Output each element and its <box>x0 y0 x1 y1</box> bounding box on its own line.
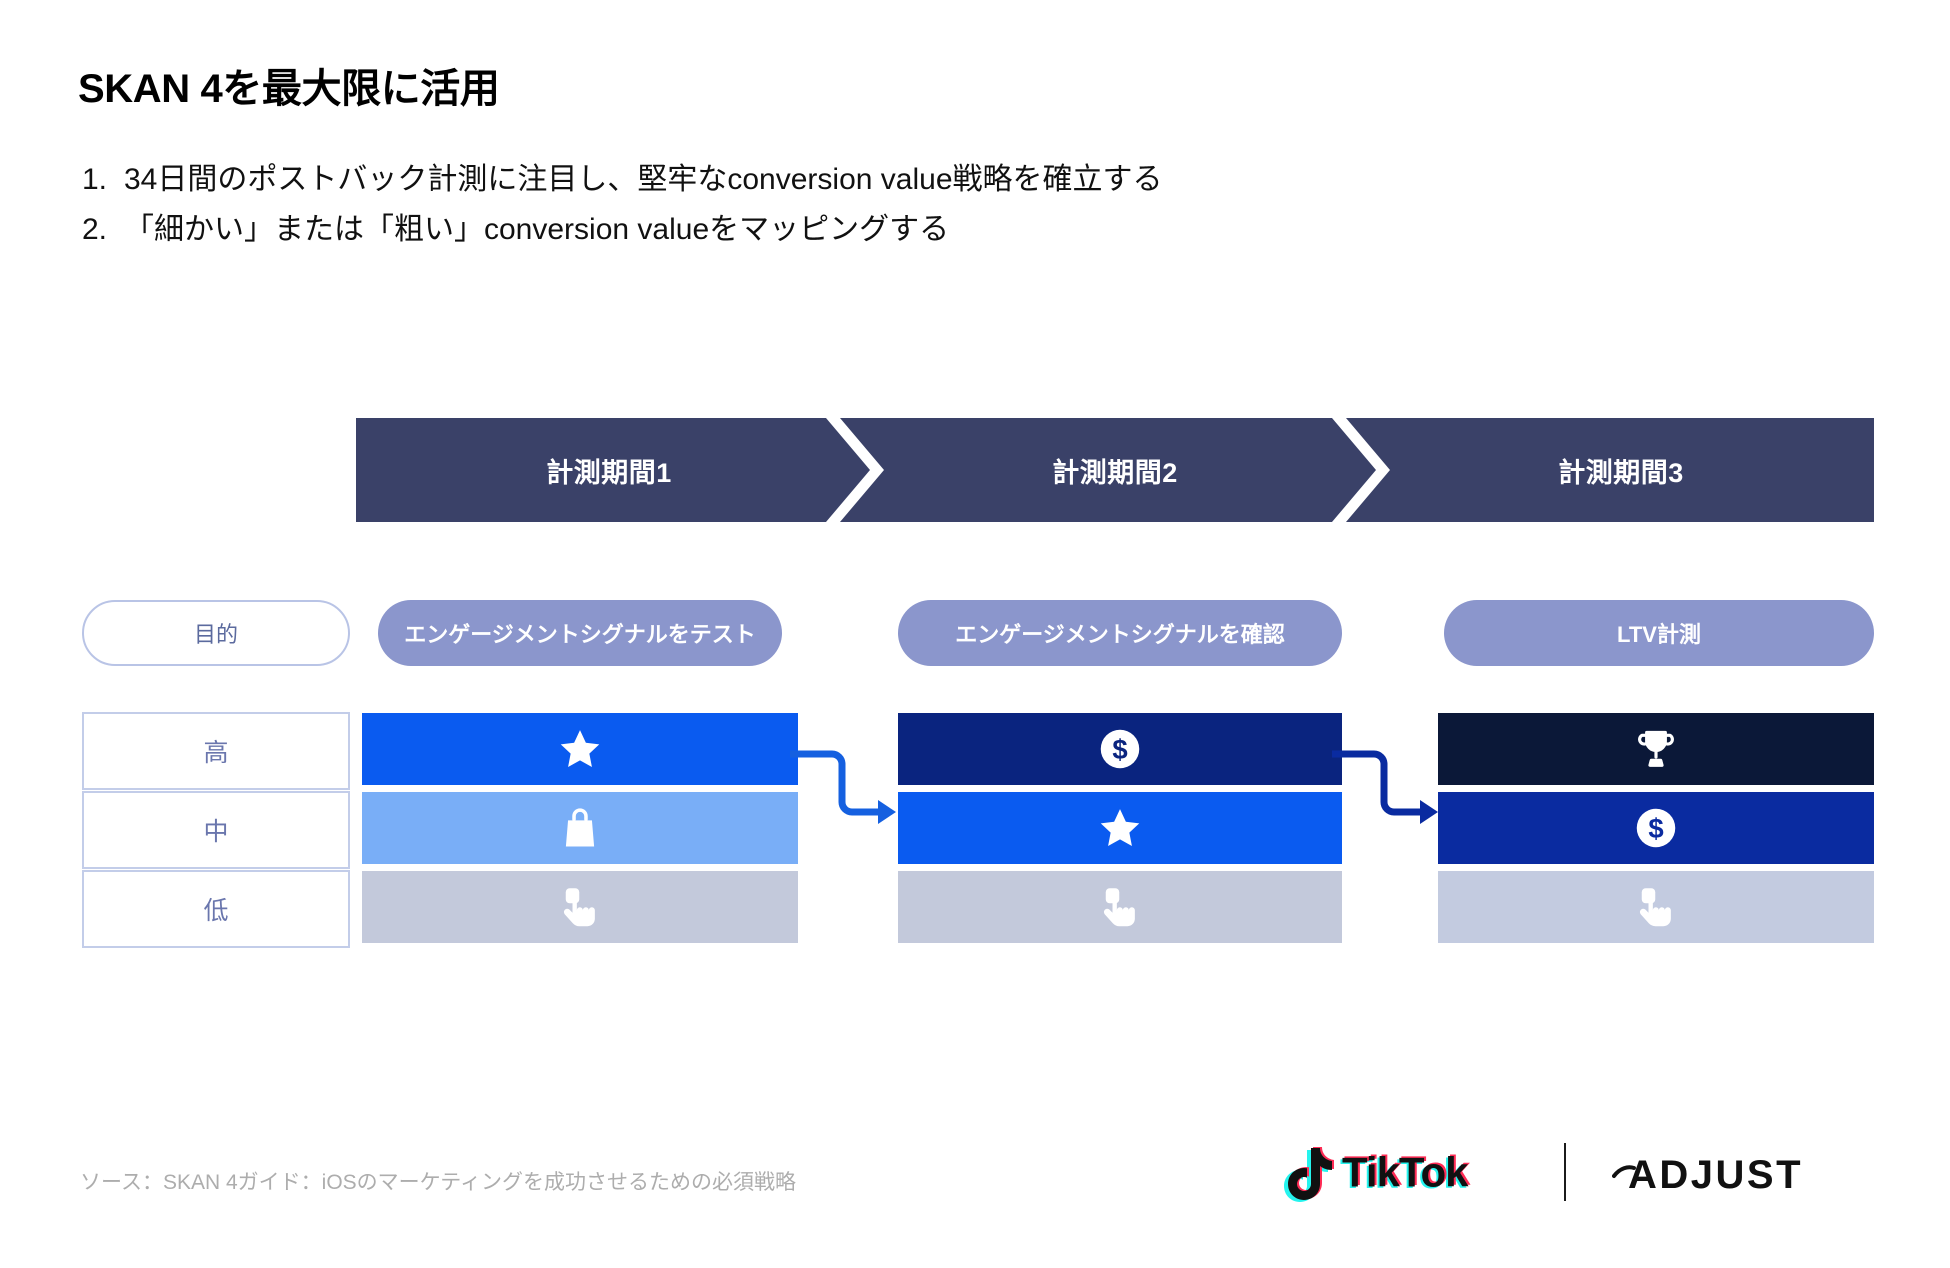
list-item-number: 2. <box>82 213 108 246</box>
matrix-cell <box>362 792 798 864</box>
tiktok-logo: TikTok TikTok TikTok <box>1278 1142 1518 1202</box>
flow-arrow-1 <box>786 740 910 855</box>
list-item-text: 34日間のポストバック計測に注目し、堅牢なconversion value戦略を… <box>124 163 1163 196</box>
source-note: ソース：SKAN 4ガイド：iOSのマーケティングを成功させるための必須戦略 <box>80 1171 796 1194</box>
shopping-bag-icon <box>561 806 599 850</box>
svg-text:TikTok: TikTok <box>1344 1147 1471 1194</box>
logo-divider <box>1564 1143 1566 1201</box>
row-header-purpose: 目的 <box>82 600 350 666</box>
phase-band-shape <box>356 418 1874 522</box>
flow-arrow-2 <box>1328 740 1452 855</box>
matrix-cell <box>1438 713 1874 785</box>
phase-band: 計測期間1 計測期間2 計測期間3 <box>356 418 1874 522</box>
goal-pill-3: LTV計測 <box>1444 600 1874 666</box>
matrix-cell <box>898 871 1342 943</box>
tap-hand-icon <box>556 883 604 931</box>
level-label-mid: 中 <box>82 791 350 869</box>
list-item-text: 「細かい」または「粗い」conversion valueをマッピングする <box>124 213 950 246</box>
tap-hand-icon <box>1632 883 1680 931</box>
flow-arrow-icon <box>786 750 896 824</box>
matrix-cell <box>898 792 1342 864</box>
goal-pill-2: エンゲージメントシグナルを確認 <box>898 600 1342 666</box>
svg-text:$: $ <box>1112 734 1127 765</box>
bullet-list: 1. 34日間のポストバック計測に注目し、堅牢なconversion value… <box>82 155 1582 255</box>
matrix-cell <box>1438 871 1874 943</box>
logo-bar: TikTok TikTok TikTok ADJUST <box>1278 1142 1872 1202</box>
trophy-icon <box>1633 726 1679 772</box>
star-icon <box>1097 806 1143 850</box>
svg-text:ADJUST: ADJUST <box>1628 1153 1803 1197</box>
svg-text:TikTok: TikTok <box>1342 1149 1469 1196</box>
dollar-coin-icon: $ <box>1634 806 1678 850</box>
list-item: 1. 34日間のポストバック計測に注目し、堅牢なconversion value… <box>82 155 1582 205</box>
matrix-cell <box>362 713 798 785</box>
page-title: SKAN 4を最大限に活用 <box>78 67 500 111</box>
tap-hand-icon <box>1096 883 1144 931</box>
matrix-cell: $ <box>1438 792 1874 864</box>
list-item: 2. 「細かい」または「粗い」conversion valueをマッピングする <box>82 205 1582 255</box>
star-icon <box>557 727 603 771</box>
svg-text:$: $ <box>1648 813 1663 844</box>
adjust-logo: ADJUST <box>1612 1144 1872 1200</box>
matrix-cell: $ <box>898 713 1342 785</box>
goal-pill-1: エンゲージメントシグナルをテスト <box>378 600 782 666</box>
matrix-cell <box>362 871 798 943</box>
level-label-low: 低 <box>82 870 350 948</box>
svg-text:TikTok: TikTok <box>1340 1150 1467 1197</box>
flow-arrow-icon <box>1328 750 1438 824</box>
dollar-coin-icon: $ <box>1098 727 1142 771</box>
level-label-high: 高 <box>82 712 350 790</box>
list-item-number: 1. <box>82 163 108 196</box>
